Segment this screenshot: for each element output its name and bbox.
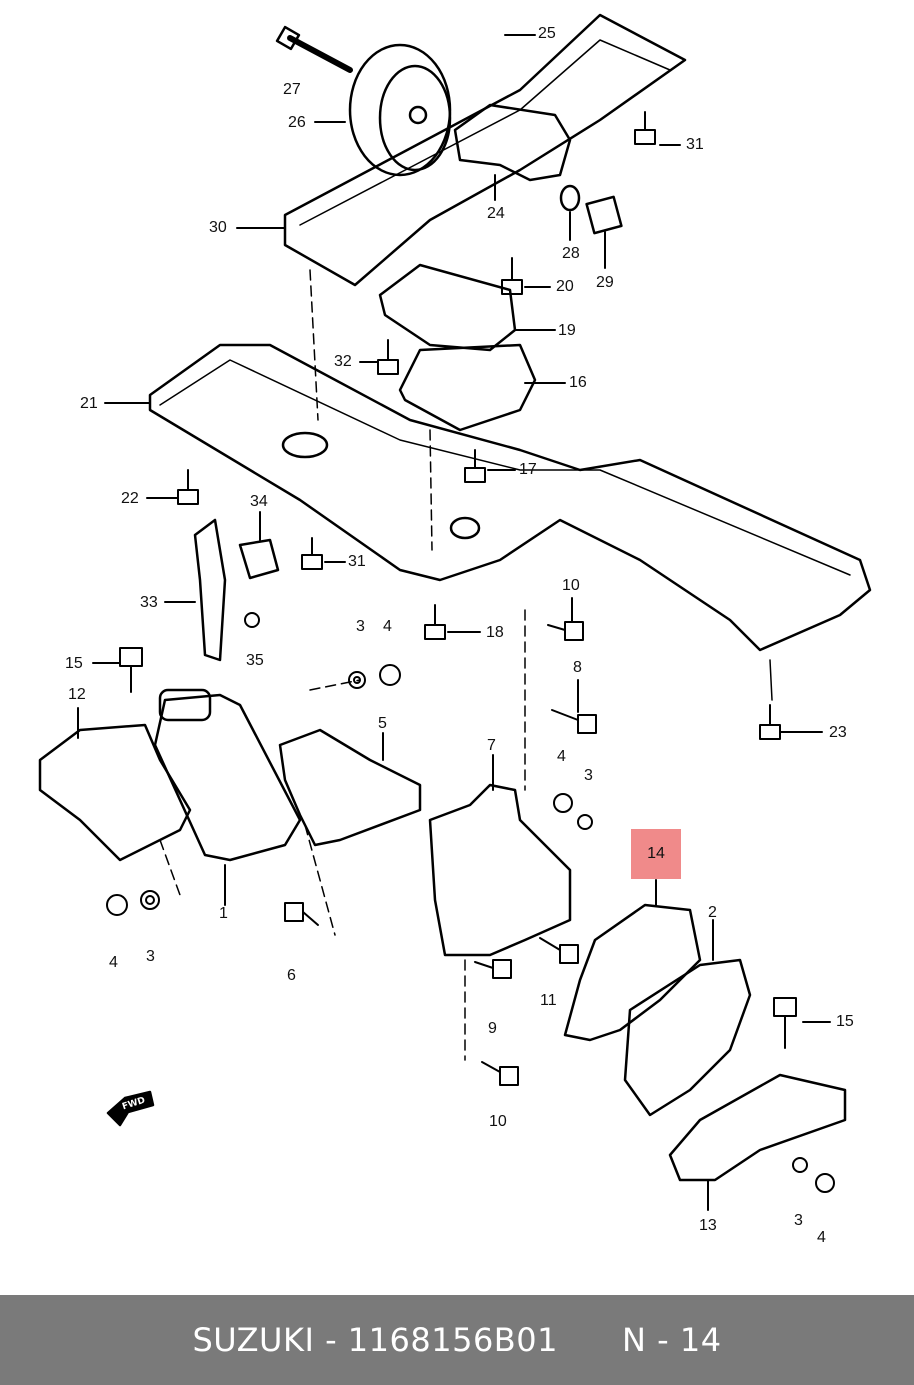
callout-18: 18 — [486, 624, 504, 641]
callout-3-left: 3 — [146, 948, 155, 965]
footer-brand: SUZUKI — [192, 1321, 315, 1359]
callout-10-top: 10 — [562, 577, 580, 594]
callout-27: 27 — [283, 81, 301, 98]
callout-25: 25 — [538, 25, 556, 42]
callout-8: 8 — [573, 659, 582, 676]
callout-32: 32 — [334, 353, 352, 370]
callout-35: 35 — [246, 652, 264, 669]
footer-separator: - — [314, 1321, 348, 1359]
callout-3-right: 3 — [584, 767, 593, 784]
callout-14-highlighted: 14 — [631, 829, 681, 879]
callout-2: 2 — [708, 904, 717, 921]
callout-21: 21 — [80, 395, 98, 412]
callout-12: 12 — [68, 686, 86, 703]
right-mount-part — [563, 903, 702, 1042]
callout-31-mid: 31 — [348, 553, 366, 570]
fwd-arrow-icon — [106, 1090, 155, 1127]
callout-3-bottom: 3 — [794, 1212, 803, 1229]
callout-11: 11 — [540, 992, 557, 1009]
callout-24: 24 — [487, 205, 505, 222]
footer-gap — [558, 1321, 622, 1359]
callout-20: 20 — [556, 278, 574, 295]
callout-28: 28 — [562, 245, 580, 262]
footer-bar: SUZUKI - 1168156B01 N - 14 — [0, 1295, 914, 1385]
callout-6: 6 — [287, 967, 296, 984]
callout-7: 7 — [487, 737, 496, 754]
callout-30: 30 — [209, 219, 227, 236]
parts-diagram: 25 27 26 31 30 24 28 29 20 19 32 16 21 1… — [38, 13, 872, 1246]
callout-5: 5 — [378, 715, 387, 732]
callout-17: 17 — [519, 461, 537, 478]
footer-part-number: 1168156B01 — [347, 1321, 558, 1359]
callout-26: 26 — [288, 114, 306, 131]
callout-31-top: 31 — [686, 136, 704, 153]
callout-16: 16 — [569, 374, 587, 391]
callout-15-left: 15 — [65, 655, 83, 672]
callout-19: 19 — [558, 322, 576, 339]
callout-1: 1 — [219, 905, 228, 922]
callout-33: 33 — [140, 594, 158, 611]
callout-29: 29 — [596, 274, 614, 291]
footer-position-code: N - 14 — [622, 1321, 722, 1359]
callout-22: 22 — [121, 490, 139, 507]
callout-4-left: 4 — [109, 954, 118, 971]
callout-4-bottom: 4 — [817, 1229, 826, 1246]
crossmember-part — [148, 343, 872, 652]
callout-15-right: 15 — [836, 1013, 854, 1030]
callout-10-bottom: 10 — [489, 1113, 507, 1130]
exploded-view-drawing — [38, 13, 872, 1211]
engine-mount-part — [348, 43, 452, 177]
callout-13: 13 — [699, 1217, 717, 1234]
upper-bracket-part — [283, 13, 687, 287]
callout-9: 9 — [488, 1020, 497, 1037]
callout-23: 23 — [829, 724, 847, 741]
callout-34: 34 — [250, 493, 268, 510]
callout-4-right: 4 — [557, 748, 566, 765]
left-mount-part — [38, 723, 192, 862]
callout-4-center: 4 — [383, 618, 392, 635]
callout-3-center: 3 — [356, 618, 365, 635]
